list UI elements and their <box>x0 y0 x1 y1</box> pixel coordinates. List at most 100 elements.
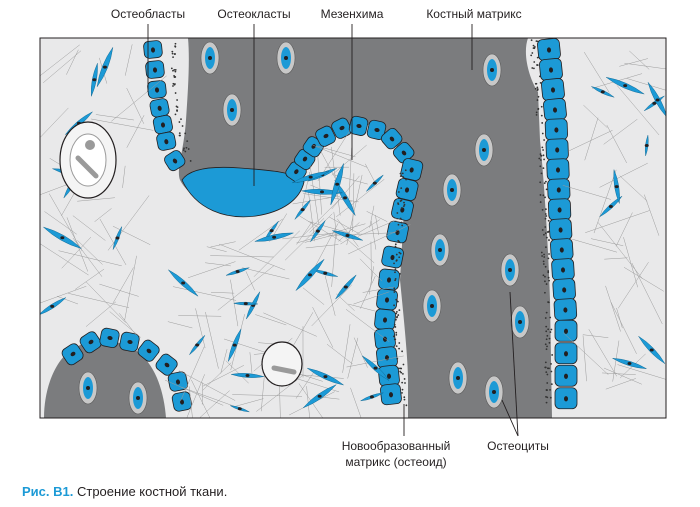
osteoblast <box>61 343 84 366</box>
mesenchymal-cell <box>334 180 356 216</box>
figure-caption: Рис. В1. Строение костной ткани. <box>22 484 227 499</box>
mesenchymal-cell <box>599 195 623 217</box>
osteoblast <box>164 150 186 172</box>
figure-number: Рис. В1. <box>22 484 74 499</box>
mesenchymal-cell <box>40 297 67 315</box>
osteocyte <box>276 41 296 75</box>
mesenchymal-cell <box>647 82 666 117</box>
label-mesenchyme: Мезенхима <box>321 7 384 21</box>
osteoblast <box>551 258 575 281</box>
leader-lines <box>147 24 519 437</box>
mesenchymal-cell <box>591 86 615 98</box>
label-osteoclasts: Остеокласты <box>217 7 290 21</box>
mesenchymal-cell <box>366 174 384 192</box>
bone-trabecula-upper <box>178 38 552 418</box>
mesenchymal-cell <box>332 230 363 241</box>
mesenchymal-cell <box>96 47 114 87</box>
osteoblast <box>152 114 173 135</box>
osteoblast <box>539 58 563 81</box>
osteoblast <box>547 198 572 221</box>
mesenchymal-cell <box>606 77 645 95</box>
mesenchymal-cell <box>638 336 666 364</box>
osteoblast <box>149 98 170 118</box>
mesenchymal-cell <box>254 232 294 242</box>
osteoblast <box>366 119 387 140</box>
osteoblast <box>552 278 576 301</box>
osteoblast <box>395 178 419 201</box>
osteoblast <box>548 218 573 241</box>
osteoblast <box>119 331 140 353</box>
osteoblast <box>391 198 414 221</box>
mesenchymal-cell <box>228 328 242 362</box>
mesenchymal-cell <box>189 335 206 355</box>
osteocyte <box>448 361 468 395</box>
mesenchymal-cell <box>90 63 98 97</box>
mesenchymal-cell <box>231 373 264 378</box>
osteoblast <box>79 331 102 354</box>
mesenchymal-cell <box>294 199 311 220</box>
osteoblast <box>544 118 568 141</box>
bone-tissue-diagram: Остеобласты Остеокласты Мезенхима Костны… <box>39 7 667 469</box>
osteoblast <box>331 117 352 139</box>
osteoblast <box>554 364 578 387</box>
osteoblast <box>400 158 424 181</box>
osteoblast <box>380 383 402 406</box>
osteocyte <box>484 375 504 409</box>
osteoblast <box>171 391 193 412</box>
osteoblast <box>155 353 178 376</box>
vessel-center <box>261 341 303 387</box>
label-osteoid-line2: матрикс (остеоид) <box>345 455 446 469</box>
mesenchymal-cell <box>310 220 326 242</box>
osteoblast <box>380 127 403 150</box>
mesenchymal-cell <box>612 358 647 369</box>
vessel-left <box>59 121 117 199</box>
mesenchymal-cell <box>112 226 123 250</box>
mesenchymal-cell <box>361 355 390 381</box>
osteocyte <box>200 41 220 75</box>
osteoblast <box>376 346 398 369</box>
mesenchymal-cell <box>225 267 250 276</box>
mesenchymal-cell <box>43 226 82 249</box>
osteoblast <box>99 327 120 349</box>
osteoblast <box>554 387 578 410</box>
figure-frame <box>39 37 667 419</box>
mesenchymal-cell <box>330 163 344 206</box>
mesenchymal-cell <box>168 269 199 297</box>
osteoblast <box>554 319 578 342</box>
label-osteocytes: Остеоциты <box>487 439 549 453</box>
mesenchymal-cell <box>292 171 330 184</box>
mesenchymal-cell <box>613 169 620 204</box>
osteoblast <box>553 298 578 321</box>
osteocyte <box>422 289 442 323</box>
osteoblast <box>554 342 578 365</box>
osteocyte <box>510 305 530 339</box>
osteoblast <box>137 339 160 362</box>
osteoblast <box>143 40 163 59</box>
osteocyte <box>474 133 494 167</box>
osteoblast <box>374 308 396 331</box>
label-osteoid-line1: Новообразованный <box>342 439 451 453</box>
osteoblast-layers <box>61 38 578 412</box>
mesenchymal-cell <box>307 367 344 386</box>
mesenchymal-cell <box>644 135 649 156</box>
osteocyte-group <box>78 41 530 415</box>
osteocyte <box>430 233 450 267</box>
mesenchymal-cell <box>335 274 357 300</box>
figure-caption-text: Строение костной ткани. <box>76 484 228 499</box>
osteoblast <box>392 141 415 164</box>
osteoblast <box>348 115 369 136</box>
osteoblast <box>541 78 565 101</box>
mesenchymal-cells <box>40 44 666 418</box>
osteoblast <box>537 38 561 61</box>
osteoblast <box>156 131 177 151</box>
mesenchymal-cell <box>312 269 338 277</box>
osteoblast <box>550 238 574 261</box>
osteoblast <box>378 268 400 291</box>
osteocyte <box>78 371 98 405</box>
osteoblast <box>547 178 571 201</box>
osteocyte <box>128 381 148 415</box>
osteocyte <box>500 253 520 287</box>
osteoblast <box>543 98 567 121</box>
osteoblast <box>167 371 189 392</box>
osteoblast <box>546 158 570 181</box>
